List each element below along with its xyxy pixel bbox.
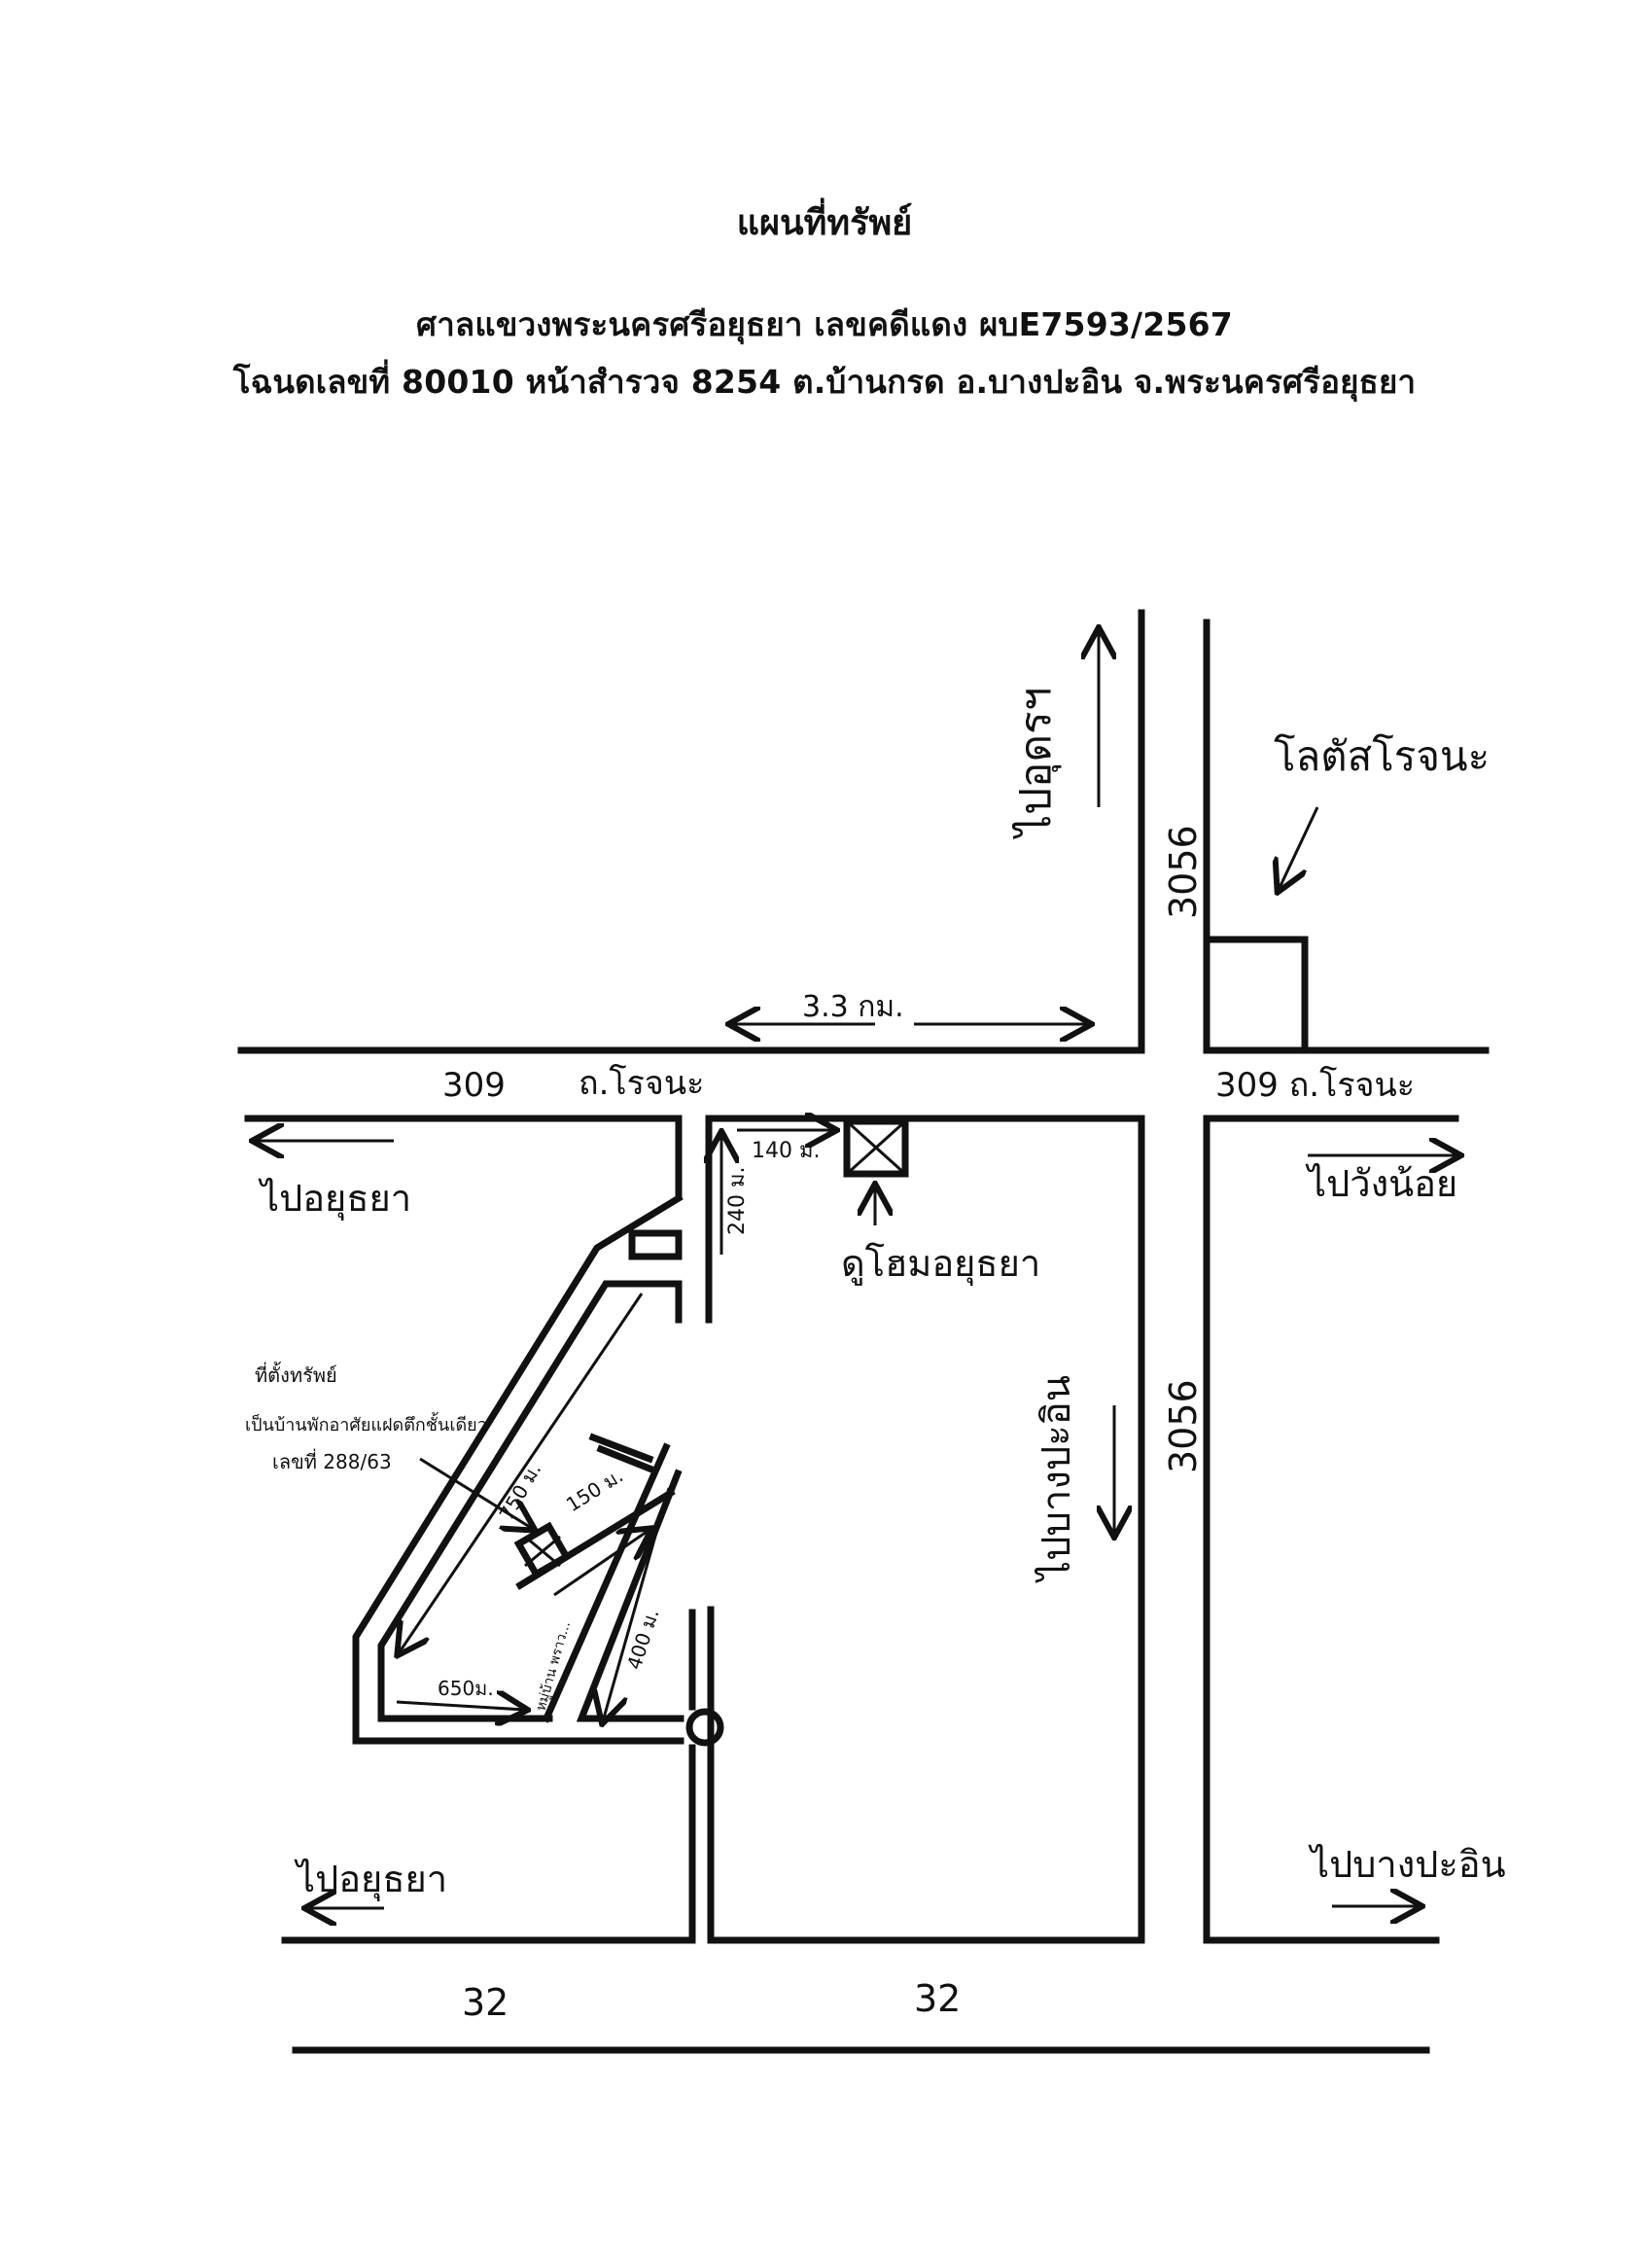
- label-to-ayutthaya-top: ไปอยุธยา: [258, 1177, 411, 1221]
- label-dist-650: 650ม.: [438, 1677, 494, 1700]
- arrow-to-lotus: [1279, 806, 1319, 890]
- title-deed-line: โฉนดเลขที่ 80010 หน้าสำรวจ 8254 ต.บ้านกร…: [232, 363, 1417, 401]
- property-marker-cross-2: [524, 1535, 561, 1568]
- document-header: แผนที่ทรัพย์ ศาลแขวงพระนครศรีอยุธยา เลขค…: [0, 195, 1649, 413]
- inner-soi-cross-3: [596, 1444, 654, 1473]
- label-road-32-left: 32: [462, 1981, 509, 2024]
- arrow-650: [396, 1702, 525, 1710]
- label-dist-140: 140 ม.: [752, 1139, 820, 1163]
- traffic-island: [628, 1229, 683, 1260]
- label-to-udon: ไปอุดรฯ: [1011, 688, 1062, 839]
- label-to-ayutthaya-bottom: ไปอยุธยา: [294, 1858, 447, 1901]
- access-road-outer: [352, 1193, 684, 1745]
- inner-soi-right: [576, 1469, 684, 1722]
- label-lotus: โลตัสโรจนะ: [1274, 732, 1490, 780]
- label-road-32-right: 32: [914, 1977, 961, 2020]
- label-property-line2: เป็นบ้านพักอาศัยแฝดตึกชั้นเดียว: [245, 1412, 487, 1435]
- property-pointer: [419, 1457, 533, 1529]
- arrow-400: [603, 1487, 671, 1721]
- dohome-marker: [843, 1117, 909, 1178]
- label-road-309-right: 309 ถ.โรจนะ: [1215, 1066, 1415, 1105]
- dohome-marker-cross-2: [845, 1119, 907, 1176]
- label-property-line1: ที่ตั้งทรัพย์: [255, 1362, 337, 1387]
- label-road-309-left: 309: [442, 1066, 506, 1105]
- label-dist-150: 150 ม.: [562, 1464, 627, 1516]
- label-dohome: ดูโฮมอยุธยา: [841, 1242, 1040, 1286]
- access-road-inner: [377, 1280, 683, 1722]
- inner-soi-left: [542, 1442, 671, 1723]
- label-to-wang-noi: ไปวังน้อย: [1305, 1162, 1457, 1205]
- label-road-3056-top: 3056: [1162, 825, 1205, 919]
- roundabout: [685, 1708, 724, 1747]
- arrow-750: [399, 1293, 644, 1653]
- label-to-bang-pa-in-mid: ไปบางปะอิน: [1035, 1375, 1079, 1583]
- label-to-bang-pa-in-right: ไปบางปะอิน: [1308, 1843, 1506, 1886]
- lotus-building: [1203, 936, 1309, 1054]
- property-marker: [513, 1521, 572, 1579]
- arrow-150: [553, 1530, 649, 1597]
- label-distance-33: 3.3 กม.: [802, 990, 904, 1024]
- label-dist-400: 400 ม.: [622, 1606, 664, 1672]
- label-dist-240: 240 ม.: [725, 1167, 750, 1235]
- inner-soi-cross-2: [588, 1433, 654, 1464]
- label-property-line3: เลขที่ 288/63: [272, 1448, 392, 1473]
- label-road-3056-mid: 3056: [1162, 1379, 1205, 1473]
- court-case-line: ศาลแขวงพระนครศรีอยุธยา เลขคดีแดง ผบE7593…: [416, 305, 1233, 343]
- label-dist-750: 750 ม.: [495, 1459, 546, 1524]
- label-rojana-left: ถ.โรจนะ: [579, 1064, 704, 1103]
- page-title: แผนที่ทรัพย์: [736, 203, 913, 243]
